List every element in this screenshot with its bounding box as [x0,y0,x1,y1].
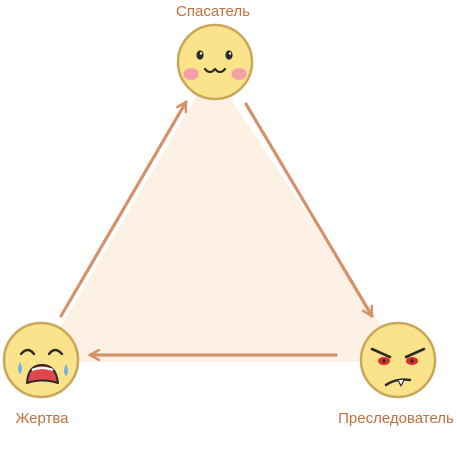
smiling-face-icon [176,23,254,101]
crying-face-icon [2,321,80,399]
victim-node: Жертва [2,321,80,427]
angry-face-icon [359,321,437,399]
arrow-rescuer-to-persecutor [244,102,374,318]
rescuer-label: Спасатель [176,3,250,20]
triangle-background [40,70,405,362]
persecutor-node: Преследователь [338,321,454,427]
victim-label: Жертва [15,410,69,427]
persecutor-label: Преследователь [338,410,454,427]
rescuer-node: Спасатель [176,3,254,101]
arrow-victim-to-rescuer [59,100,188,318]
